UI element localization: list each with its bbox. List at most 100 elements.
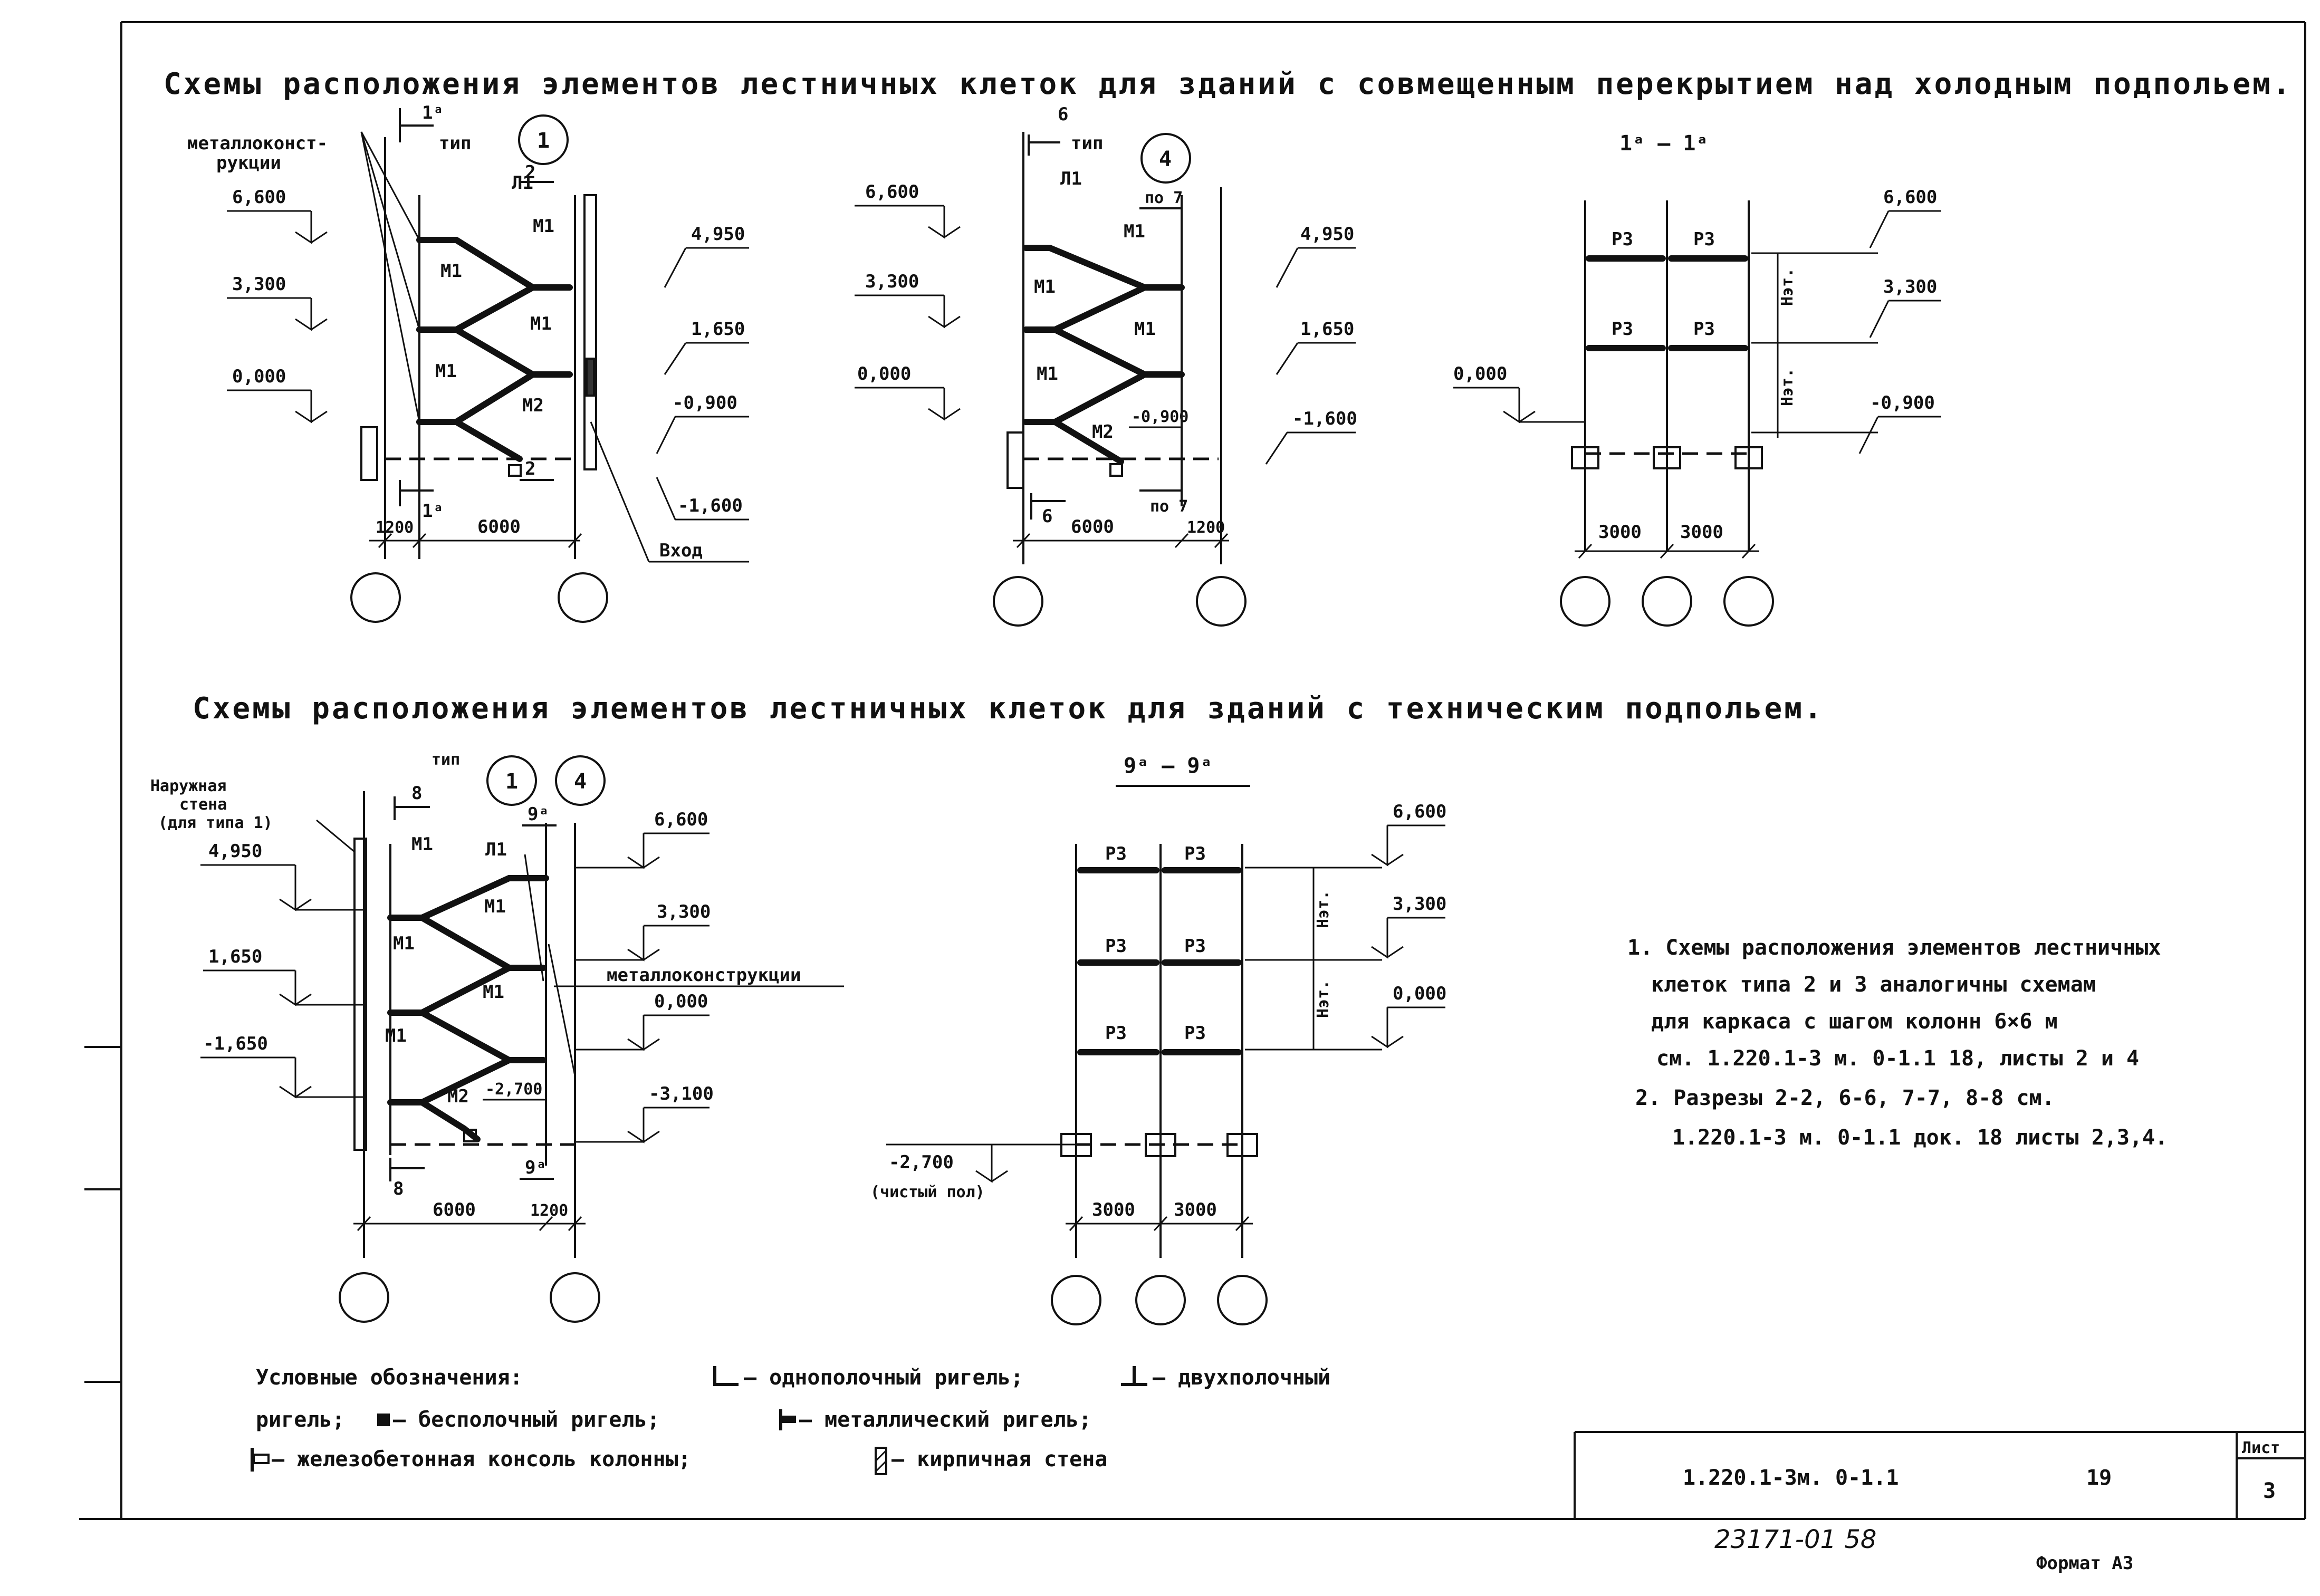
level-arrow	[1276, 247, 1299, 288]
type-circle	[1140, 133, 1191, 184]
axis-bubble	[1135, 1275, 1186, 1325]
level-arrow	[1371, 1007, 1404, 1049]
label-M2: М2	[447, 1086, 469, 1107]
flight-M2	[419, 1099, 481, 1142]
column-base	[360, 426, 378, 481]
level-arrow	[1503, 388, 1536, 424]
level-arrow	[1869, 210, 1890, 248]
axis-bubble	[558, 572, 608, 623]
note-line: для каркаса с шагом колонн 6×6 м	[1651, 1009, 2058, 1034]
label-P3: Р3	[1612, 319, 1633, 340]
axis-bubble	[350, 572, 401, 623]
symbol-brick-wall	[875, 1449, 887, 1462]
level-left: 4,950	[208, 841, 262, 862]
level-left: 0,000	[232, 366, 286, 387]
level-left: 0,000	[857, 363, 911, 384]
sheet-number: 3	[2263, 1479, 2276, 1503]
dim-tick	[378, 533, 392, 549]
level-arrow	[295, 298, 328, 331]
dim-tick	[1741, 543, 1756, 559]
level-left: -2,700	[889, 1152, 954, 1173]
level-right: 6,600	[654, 809, 708, 830]
label-M1: М1	[385, 1025, 407, 1046]
dim-b: 1200	[530, 1201, 568, 1220]
label-metal: металлоконструкции	[607, 965, 801, 986]
dim-b: 6000	[477, 516, 521, 537]
level-left: 3,300	[232, 274, 286, 295]
flight-M1	[416, 284, 536, 333]
type-circle	[518, 114, 569, 165]
label-M1: М1	[393, 933, 415, 954]
level-right: 3,300	[657, 901, 711, 922]
legend-item: — металлический ригель;	[799, 1408, 1091, 1432]
foundation	[1571, 446, 1599, 469]
label-M1: М1	[484, 896, 506, 917]
label-metal-2: рукции	[216, 152, 281, 174]
level-left: 3,300	[865, 271, 919, 292]
level-arrow	[1265, 432, 1288, 465]
axis-bubble	[1642, 576, 1692, 627]
label-M1: М1	[435, 361, 457, 382]
legend-item: ригель;	[256, 1408, 345, 1432]
label-H: Нэт.	[1314, 890, 1332, 928]
dim-tick	[1578, 543, 1593, 559]
label-entry: Вход	[659, 540, 703, 561]
type-number: 4	[1159, 147, 1172, 171]
column-base	[1006, 431, 1024, 489]
level-arrow	[656, 416, 676, 454]
symbol-brick-wall	[875, 1460, 887, 1473]
sec-top: 6	[1058, 104, 1068, 125]
note-line: 1.220.1-3 м. 0-1.1 док. 18 листы 2,3,4.	[1672, 1126, 2168, 1150]
level-arrow	[279, 970, 312, 1006]
section-title: 9ᵃ — 9ᵃ	[1124, 754, 1213, 778]
level-right: 3,300	[1393, 893, 1446, 915]
level-right: -1,600	[1292, 408, 1357, 429]
note-line: 2. Разрезы 2-2, 6-6, 7-7, 8-8 см.	[1635, 1086, 2055, 1110]
outer-wall	[353, 838, 367, 1151]
sheet-label: Лист	[2242, 1439, 2280, 1457]
dim: 3000	[1174, 1199, 1217, 1220]
dim-tick	[568, 1216, 582, 1232]
level-arrow	[1371, 825, 1404, 867]
flight-L1	[1023, 245, 1185, 291]
symbol-console	[253, 1454, 270, 1464]
flight-L1	[387, 875, 549, 921]
dim: 3000	[1092, 1199, 1135, 1220]
entry-leader	[590, 421, 650, 562]
legend-item: — двухполочный	[1153, 1366, 1330, 1390]
format-label: Формат А3	[2036, 1553, 2133, 1574]
level-mid: -0,900	[1132, 408, 1188, 426]
legend-item: — однополочный ригель;	[744, 1366, 1023, 1390]
level-arrow	[295, 211, 328, 244]
label-M1: М1	[1134, 319, 1156, 340]
leader-metal	[548, 944, 576, 1076]
dim-tick	[1660, 543, 1674, 559]
axis-bubble	[1217, 1275, 1268, 1325]
dim: 3000	[1680, 522, 1723, 543]
label-P3: Р3	[1693, 229, 1715, 250]
level-left: -1,650	[203, 1033, 268, 1054]
level-right: -0,900	[1870, 392, 1935, 414]
leader-metal	[360, 131, 420, 422]
level-left: 6,600	[865, 181, 919, 203]
level-right: -1,600	[678, 495, 743, 516]
dim-tick	[1069, 1216, 1084, 1232]
axis-bubble	[1560, 576, 1610, 627]
legend-item: — железобетонная консоль колонны;	[272, 1447, 691, 1472]
sec-bot: 1ᵃ	[422, 501, 444, 522]
flight-M1	[419, 1009, 547, 1063]
flight-L1	[416, 237, 573, 291]
brick-wall-fill	[586, 358, 595, 397]
leader-metal	[360, 131, 420, 241]
dim-tick	[357, 1216, 371, 1232]
label-M1: М1	[1034, 276, 1056, 297]
level-left: 0,000	[1453, 363, 1507, 384]
label-L1: Л1	[512, 172, 533, 194]
label-P3: Р3	[1184, 843, 1206, 864]
type-label: тип	[1071, 133, 1103, 154]
inventory-number: 23171-01 58	[1714, 1525, 1876, 1554]
level-right: 6,600	[1393, 801, 1446, 822]
label-M1: М1	[530, 313, 552, 334]
symbol-metal-beam	[782, 1416, 796, 1423]
